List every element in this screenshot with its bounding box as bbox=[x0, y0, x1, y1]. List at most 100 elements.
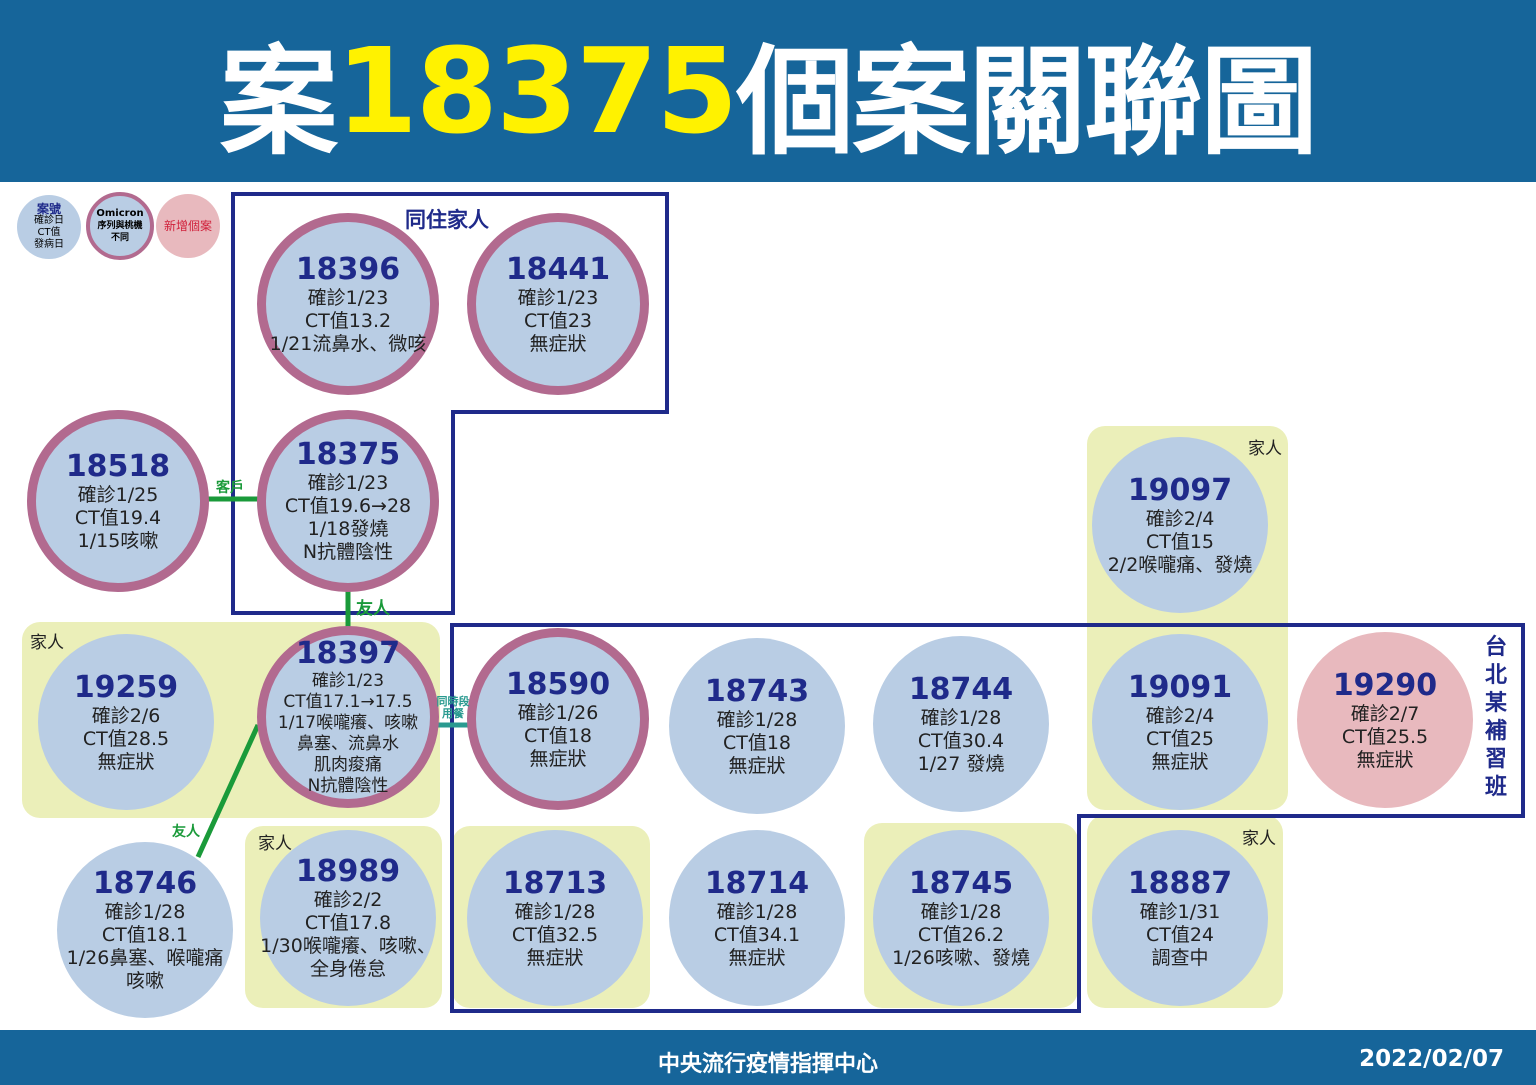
case-detail: 1/30喉嚨癢、咳嗽、 bbox=[260, 935, 436, 957]
legend-text: 案號 bbox=[36, 202, 61, 216]
case-id: 19259 bbox=[73, 669, 179, 705]
tutoring-label: 台北某補習班 bbox=[1485, 635, 1508, 800]
title-prefix: 案 bbox=[219, 32, 338, 171]
legend-text: 序列與桃機 bbox=[97, 221, 143, 231]
case-detail: 無症狀 bbox=[1356, 748, 1414, 771]
case-id: 18745 bbox=[908, 865, 1014, 901]
case-detail: CT值18.1 bbox=[101, 924, 189, 946]
case-detail: N抗體陰性 bbox=[302, 541, 394, 563]
case-detail: 確診1/28 bbox=[104, 901, 186, 923]
case-detail: 無症狀 bbox=[526, 946, 584, 969]
case-id: 18518 bbox=[65, 448, 171, 484]
relation-friend: 友人 bbox=[172, 824, 200, 840]
family-label: 家人 bbox=[1242, 829, 1276, 849]
footer-org: 中央流行疫情指揮中心 bbox=[657, 1052, 879, 1077]
legend-text: CT值 bbox=[37, 227, 61, 238]
case-detail: 確診1/28 bbox=[716, 708, 798, 731]
footer: 中央流行疫情指揮中心 2022/02/07 bbox=[0, 1030, 1536, 1085]
case-id: 18746 bbox=[92, 866, 198, 901]
case-detail: CT值15 bbox=[1145, 530, 1215, 553]
case-detail: 1/21流鼻水、微咳 bbox=[269, 332, 427, 355]
case-detail: 確診1/23 bbox=[307, 472, 389, 494]
case-detail: 確診1/26 bbox=[517, 701, 599, 724]
case-detail: CT值34.1 bbox=[713, 923, 801, 946]
case-detail: 確診2/7 bbox=[1350, 702, 1420, 725]
legend-text: 確診日 bbox=[34, 215, 64, 226]
case-id: 18989 bbox=[295, 854, 401, 889]
case-detail: 確診1/23 bbox=[307, 286, 389, 309]
case-detail: 確診1/23 bbox=[311, 671, 385, 691]
case-detail: 確診1/28 bbox=[920, 900, 1002, 923]
case-detail: 2/2喉嚨痛、發燒 bbox=[1107, 553, 1253, 576]
title-case-number: 18375 bbox=[335, 22, 739, 160]
case-detail: 確診1/25 bbox=[77, 483, 159, 506]
case-detail: 1/26鼻塞、喉嚨痛 bbox=[66, 947, 224, 969]
case-detail: CT值18 bbox=[523, 724, 593, 747]
case-detail: CT值19.4 bbox=[74, 506, 162, 529]
legend-text: 新增個案 bbox=[163, 219, 212, 233]
relation-client: 客戶 bbox=[216, 480, 244, 496]
case-detail: 確診2/2 bbox=[313, 889, 383, 911]
case-detail: 1/15咳嗽 bbox=[77, 529, 159, 552]
case-detail: CT值32.5 bbox=[511, 923, 599, 946]
case-detail: CT值25.5 bbox=[1341, 725, 1429, 748]
case-id: 18590 bbox=[505, 666, 611, 702]
title-suffix: 個案關聯圖 bbox=[736, 32, 1318, 171]
family-label: 家人 bbox=[258, 834, 292, 854]
case-detail: CT值24 bbox=[1145, 923, 1215, 946]
case-detail: 1/17喉嚨癢、咳嗽 bbox=[277, 713, 419, 733]
case-id: 18714 bbox=[704, 865, 810, 901]
case-detail: CT值25 bbox=[1145, 727, 1215, 750]
case-id: 19097 bbox=[1127, 472, 1233, 508]
family-label: 家人 bbox=[1248, 439, 1282, 459]
case-detail: CT值17.8 bbox=[304, 912, 392, 934]
legend-new: 新增個案 bbox=[156, 194, 220, 258]
case-detail: CT值17.1→17.5 bbox=[283, 692, 413, 712]
case-detail: N抗體陰性 bbox=[307, 776, 389, 796]
cohabit-group-border bbox=[231, 192, 669, 615]
case-detail: 無症狀 bbox=[529, 332, 587, 355]
case-detail: 確診2/4 bbox=[1145, 507, 1215, 530]
case-detail: CT值19.6→28 bbox=[284, 495, 412, 517]
case-id: 18441 bbox=[505, 251, 611, 287]
tutoring-group-border bbox=[450, 623, 1525, 1013]
case-detail: 確診1/31 bbox=[1139, 900, 1221, 923]
legend-text: 不同 bbox=[110, 233, 129, 243]
footer-date: 2022/02/07 bbox=[1359, 1046, 1504, 1072]
case-detail: 無症狀 bbox=[728, 946, 786, 969]
case-detail: 無症狀 bbox=[529, 747, 587, 770]
case-id: 19091 bbox=[1127, 669, 1233, 705]
case-id: 18396 bbox=[295, 251, 401, 287]
case-detail: 調查中 bbox=[1151, 946, 1209, 969]
legend-text: Omicron bbox=[96, 208, 144, 219]
case-id: 18743 bbox=[704, 673, 810, 709]
case-id: 18887 bbox=[1127, 865, 1233, 901]
case-detail: CT值26.2 bbox=[917, 923, 1005, 946]
relation-same-meal: 同時段用餐 bbox=[436, 695, 470, 720]
case-detail: 全身倦怠 bbox=[309, 958, 386, 980]
case-id: 18397 bbox=[295, 636, 401, 671]
case-detail: 確診1/28 bbox=[514, 900, 596, 923]
family-label: 家人 bbox=[30, 633, 64, 653]
case-detail: 無症狀 bbox=[97, 750, 155, 773]
case-detail: 確診1/28 bbox=[716, 900, 798, 923]
legend-omicron: Omicron 序列與桃機 不同 bbox=[86, 192, 154, 260]
case-detail: 確診1/28 bbox=[920, 706, 1002, 729]
case-detail: 無症狀 bbox=[728, 754, 786, 777]
case-detail: CT值18 bbox=[722, 731, 792, 754]
case-detail: 無症狀 bbox=[1151, 750, 1209, 773]
